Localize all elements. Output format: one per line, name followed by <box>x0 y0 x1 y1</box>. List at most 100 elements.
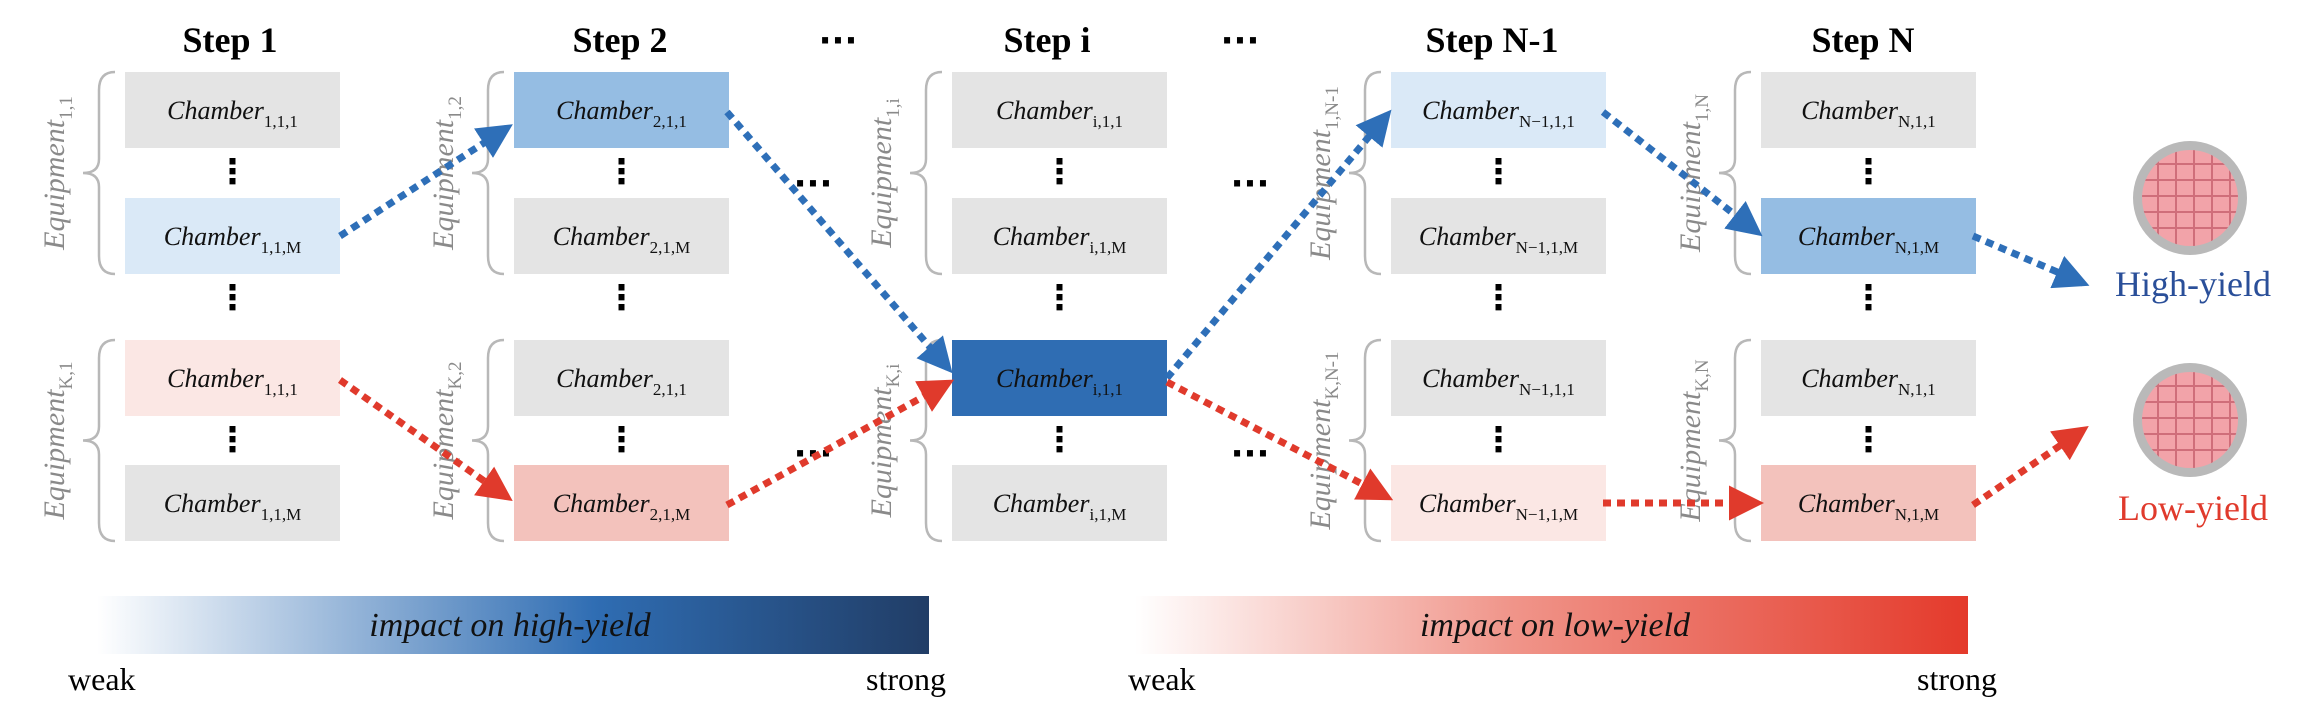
equipment-label-top: Equipment1,i <box>865 98 904 249</box>
chamber-subscript: N−1,1,1 <box>1519 380 1575 399</box>
chamber-box: Chamberi,1,M <box>952 465 1167 541</box>
low-impact-gradient-bar <box>1135 596 1968 654</box>
chamber-word: Chamber <box>556 364 654 393</box>
chamber-box: Chamberi,1,M <box>952 198 1167 274</box>
chamber-box: Chamber2,1,1 <box>514 340 729 416</box>
chamber-word: Chamber <box>996 364 1094 393</box>
chamber-word: Chamber <box>553 222 651 251</box>
equipment-label-bottom: EquipmentK,N-1 <box>1304 351 1343 530</box>
chamber-subscript: 1,1,1 <box>264 112 298 131</box>
equipment-word: Equipment <box>865 117 898 249</box>
chamber-label: Chamberi,1,1 <box>996 364 1123 399</box>
high-yield-wafer-icon <box>2133 141 2247 255</box>
chamber-word: Chamber <box>1798 222 1896 251</box>
title-ellipsis-2: ··· <box>1221 21 1260 61</box>
equipment-brace <box>909 338 943 543</box>
step-titles: Step 1 Step 2 Step i Step N-1 Step N ···… <box>182 20 1914 61</box>
vertical-ellipsis: ⋮ <box>605 278 639 318</box>
arrow-red-1 <box>337 377 513 502</box>
chamber-word: Chamber <box>1798 489 1896 518</box>
chamber-box: ChamberN−1,1,M <box>1391 465 1606 541</box>
chamber-rect <box>514 465 729 541</box>
chamber-subscript: N,1,1 <box>1898 112 1936 131</box>
chamber-box: Chamber1,1,1 <box>125 72 340 148</box>
chamber-word: Chamber <box>556 96 654 125</box>
chamber-box: Chamber2,1,M <box>514 198 729 274</box>
step-title-i: Step i <box>1003 20 1090 60</box>
chamber-subscript: i,1,1 <box>1093 112 1123 131</box>
chamber-rect <box>952 198 1167 274</box>
chamber-rect <box>952 340 1167 416</box>
chamber-label: ChamberN−1,1,M <box>1419 489 1578 524</box>
high-strong-label: strong <box>866 661 946 697</box>
chamber-label: Chamber1,1,M <box>164 489 301 524</box>
chamber-word: Chamber <box>1801 96 1899 125</box>
equipment-brace <box>1718 338 1752 543</box>
equipment-label-bottom: EquipmentK,2 <box>427 362 466 521</box>
vertical-ellipsis: ⋮ <box>1043 420 1077 460</box>
vertical-ellipsis: ⋮ <box>1852 278 1886 318</box>
chamber-subscript: 1,1,1 <box>264 380 298 399</box>
chamber-label: ChamberN,1,M <box>1798 222 1939 257</box>
chamber-subscript: N,1,M <box>1895 238 1939 257</box>
vertical-ellipsis: ⋮ <box>605 152 639 192</box>
chamber-subscript: i,1,M <box>1089 238 1126 257</box>
equipment-label-top: Equipment1,N-1 <box>1304 86 1343 261</box>
equipment-subscript: 1,1 <box>56 96 77 120</box>
low-yield-wafer-icon <box>2133 363 2247 477</box>
equipment-word: Equipment <box>38 389 71 521</box>
chamber-box: Chamber1,1,1 <box>125 340 340 416</box>
chamber-label: ChamberN−1,1,M <box>1419 222 1578 257</box>
vertical-ellipsis: ⋮ <box>216 152 250 192</box>
chamber-label: ChamberN−1,1,1 <box>1422 364 1575 399</box>
chamber-subscript: i,1,M <box>1089 505 1126 524</box>
chamber-rect <box>1761 465 1976 541</box>
chamber-word: Chamber <box>996 96 1094 125</box>
chamber-rect <box>1761 72 1976 148</box>
arrow-red-2 <box>725 379 955 509</box>
column-2: Chamber2,1,1Chamber2,1,MChamber2,1,1Cham… <box>427 70 729 543</box>
step-title-2: Step 2 <box>572 20 667 60</box>
chamber-subscript: 1,1,M <box>261 238 302 257</box>
chamber-word: Chamber <box>993 222 1091 251</box>
equipment-label-bottom: EquipmentK,i <box>865 364 904 519</box>
chamber-box: ChamberN−1,1,1 <box>1391 72 1606 148</box>
chamber-label: Chamber2,1,M <box>553 489 690 524</box>
arrow-blue-4 <box>1600 109 1763 237</box>
flow-ellipsis-top-2: ··· <box>1231 164 1270 204</box>
chamber-subscript: 2,1,1 <box>653 380 687 399</box>
vertical-ellipsis: ⋮ <box>1482 152 1516 192</box>
vertical-ellipsis: ⋮ <box>216 420 250 460</box>
chamber-label: Chamberi,1,1 <box>996 96 1123 131</box>
chamber-label: ChamberN,1,1 <box>1801 96 1936 131</box>
vertical-ellipsis: ⋮ <box>1043 152 1077 192</box>
equipment-subscript: 1,N-1 <box>1322 86 1343 130</box>
vertical-ellipsis: ⋮ <box>1482 278 1516 318</box>
arrow-blue-5 <box>1971 232 2090 289</box>
chamber-label: Chamberi,1,M <box>993 489 1127 524</box>
chamber-box: Chamber1,1,M <box>125 198 340 274</box>
equipment-label-bottom: EquipmentK,1 <box>38 362 77 521</box>
chamber-subscript: 2,1,M <box>650 238 691 257</box>
low-impact-label: impact on low-yield <box>1420 607 1691 644</box>
chamber-label: Chamber2,1,1 <box>556 96 687 131</box>
vertical-ellipsis: ⋮ <box>216 278 250 318</box>
column-4: ChamberN−1,1,1ChamberN−1,1,MChamberN−1,1… <box>1304 70 1606 543</box>
equipment-brace <box>82 70 116 276</box>
chamber-rect <box>1761 340 1976 416</box>
equipment-subscript: 1,i <box>883 98 904 118</box>
chamber-box: Chamberi,1,1 <box>952 340 1167 416</box>
chamber-subscript: N,1,1 <box>1898 380 1936 399</box>
chamber-subscript: i,1,1 <box>1093 380 1123 399</box>
high-impact-gradient-bar <box>97 596 929 654</box>
chamber-rect <box>1391 72 1606 148</box>
chamber-box: ChamberN,1,1 <box>1761 72 1976 148</box>
chamber-label: Chamber2,1,1 <box>556 364 687 399</box>
chamber-box: ChamberN,1,M <box>1761 198 1976 274</box>
equipment-subscript: K,2 <box>445 362 466 390</box>
chamber-rect <box>1761 198 1976 274</box>
chamber-box: Chamber2,1,M <box>514 465 729 541</box>
chamber-word: Chamber <box>164 489 262 518</box>
vertical-ellipsis: ⋮ <box>605 420 639 460</box>
step-title-1: Step 1 <box>182 20 277 60</box>
